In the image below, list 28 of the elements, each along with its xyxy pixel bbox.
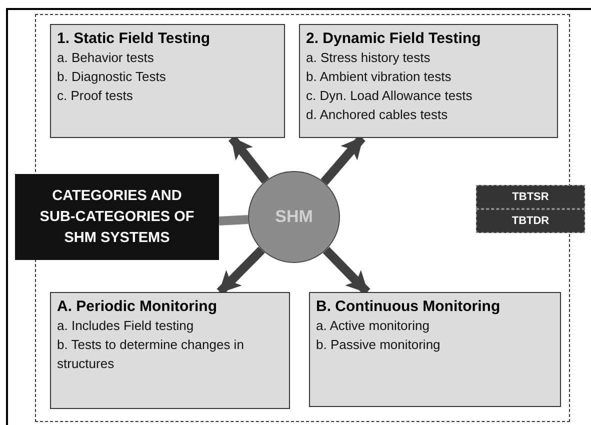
tag-label: TBTDR	[512, 215, 550, 227]
title-text: CATEGORIES AND SUB-CATEGORIES OF SHM SYSTEMS	[39, 186, 195, 248]
category-box	[50, 24, 285, 138]
category-box	[309, 292, 561, 407]
list-item: b. Tests to determine changes in structures	[57, 336, 245, 373]
list-item: c. Proof tests	[57, 87, 134, 105]
category-box	[299, 24, 558, 138]
tag-box	[476, 209, 585, 233]
list-item: a. Behavior tests	[57, 49, 155, 67]
list-item: d. Anchored cables tests	[306, 106, 449, 124]
category-heading: B. Continuous Monitoring	[316, 297, 502, 316]
category-heading: 2. Dynamic Field Testing	[306, 29, 482, 48]
category-box	[50, 292, 290, 409]
list-item: b. Ambient vibration tests	[306, 68, 452, 86]
connector-line	[218, 214, 248, 226]
list-item: b. Passive monitoring	[316, 336, 442, 354]
tag-label: TBTSR	[512, 191, 549, 203]
category-heading: A. Periodic Monitoring	[57, 297, 218, 316]
list-item: a. Includes Field testing	[57, 317, 195, 335]
tag-box	[476, 185, 585, 209]
hub-circle	[248, 171, 340, 263]
title-box	[15, 174, 219, 260]
list-item: a. Active monitoring	[316, 317, 430, 335]
hub-label: SHM	[275, 207, 313, 227]
category-heading: 1. Static Field Testing	[57, 29, 212, 48]
list-item: a. Stress history tests	[306, 49, 432, 67]
list-item: c. Dyn. Load Allowance tests	[306, 87, 474, 105]
list-item: b. Diagnostic Tests	[57, 68, 167, 86]
